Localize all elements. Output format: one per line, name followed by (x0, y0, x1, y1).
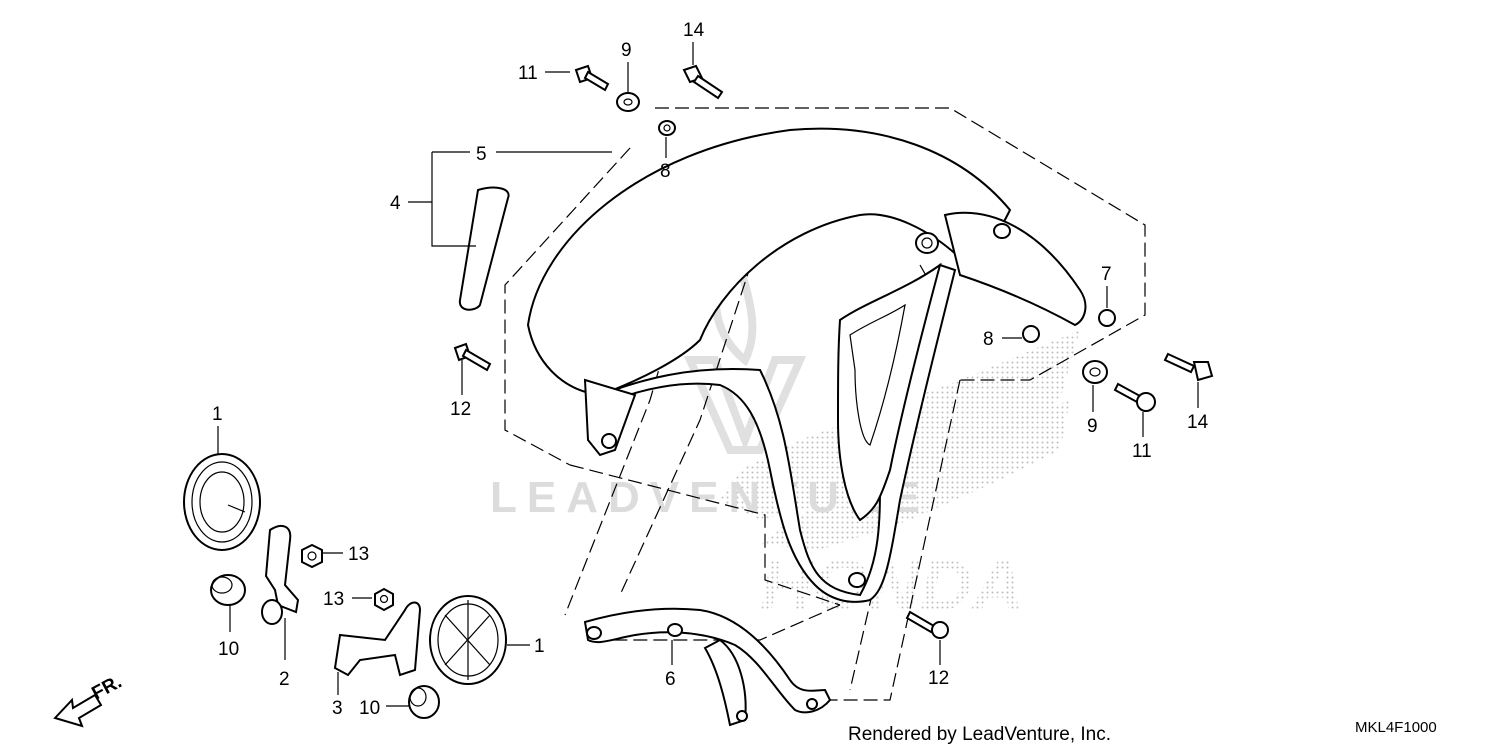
reflector-strip (458, 186, 510, 311)
callout-13-lower: 13 (323, 589, 344, 610)
callout-11-right: 11 (1132, 441, 1152, 462)
front-fender (526, 127, 1087, 603)
callout-1-right: 1 (534, 636, 545, 657)
reflector-bracket-right (333, 601, 422, 677)
bolt-12-left (453, 342, 492, 372)
callout-4: 4 (390, 193, 401, 214)
callout-10-right: 10 (359, 698, 380, 719)
callout-3: 3 (332, 698, 343, 719)
callout-6: 6 (665, 669, 676, 690)
leader-lines (217, 42, 1199, 707)
bolt-14-top (682, 64, 724, 100)
washer-9-right (1082, 360, 1108, 384)
nut-lower (374, 587, 394, 612)
render-credit: Rendered by LeadVenture, Inc. (848, 724, 1111, 745)
callout-11-top: 11 (518, 63, 538, 84)
callout-9-top: 9 (621, 40, 632, 61)
callout-9-right: 9 (1087, 416, 1098, 437)
callout-8-top: 8 (660, 161, 671, 182)
callout-13-upper: 13 (348, 544, 369, 565)
reflector-bracket-left (261, 524, 300, 625)
reflector-right (429, 595, 507, 685)
grommet-right (408, 685, 440, 719)
callout-2: 2 (279, 669, 290, 690)
bolt-11-right (1113, 382, 1156, 412)
callout-5: 5 (476, 144, 487, 165)
bolt-14-right (1163, 352, 1214, 382)
bolt-12-right (905, 610, 949, 639)
callout-14-top: 14 (683, 20, 705, 41)
callout-14-right: 14 (1187, 412, 1209, 433)
collar-7 (1098, 309, 1116, 327)
callout-8-right: 8 (983, 329, 994, 350)
fender-brace (583, 607, 832, 727)
washer-9-top (616, 92, 640, 112)
reflector-left (183, 453, 261, 551)
collar-8-top (658, 120, 676, 136)
callout-12-right: 12 (928, 668, 949, 689)
diagram-code: MKL4F1000 (1355, 719, 1437, 736)
callout-1-left: 1 (212, 404, 223, 425)
collar-8-right (1022, 325, 1040, 343)
bolt-11-left (574, 64, 610, 92)
callout-10-left: 10 (218, 639, 239, 660)
callout-12-left: 12 (450, 399, 471, 420)
front-direction-arrow: FR. (53, 672, 125, 728)
callout-7: 7 (1101, 264, 1112, 285)
nut-upper (301, 543, 323, 569)
grommet-left (210, 574, 246, 606)
